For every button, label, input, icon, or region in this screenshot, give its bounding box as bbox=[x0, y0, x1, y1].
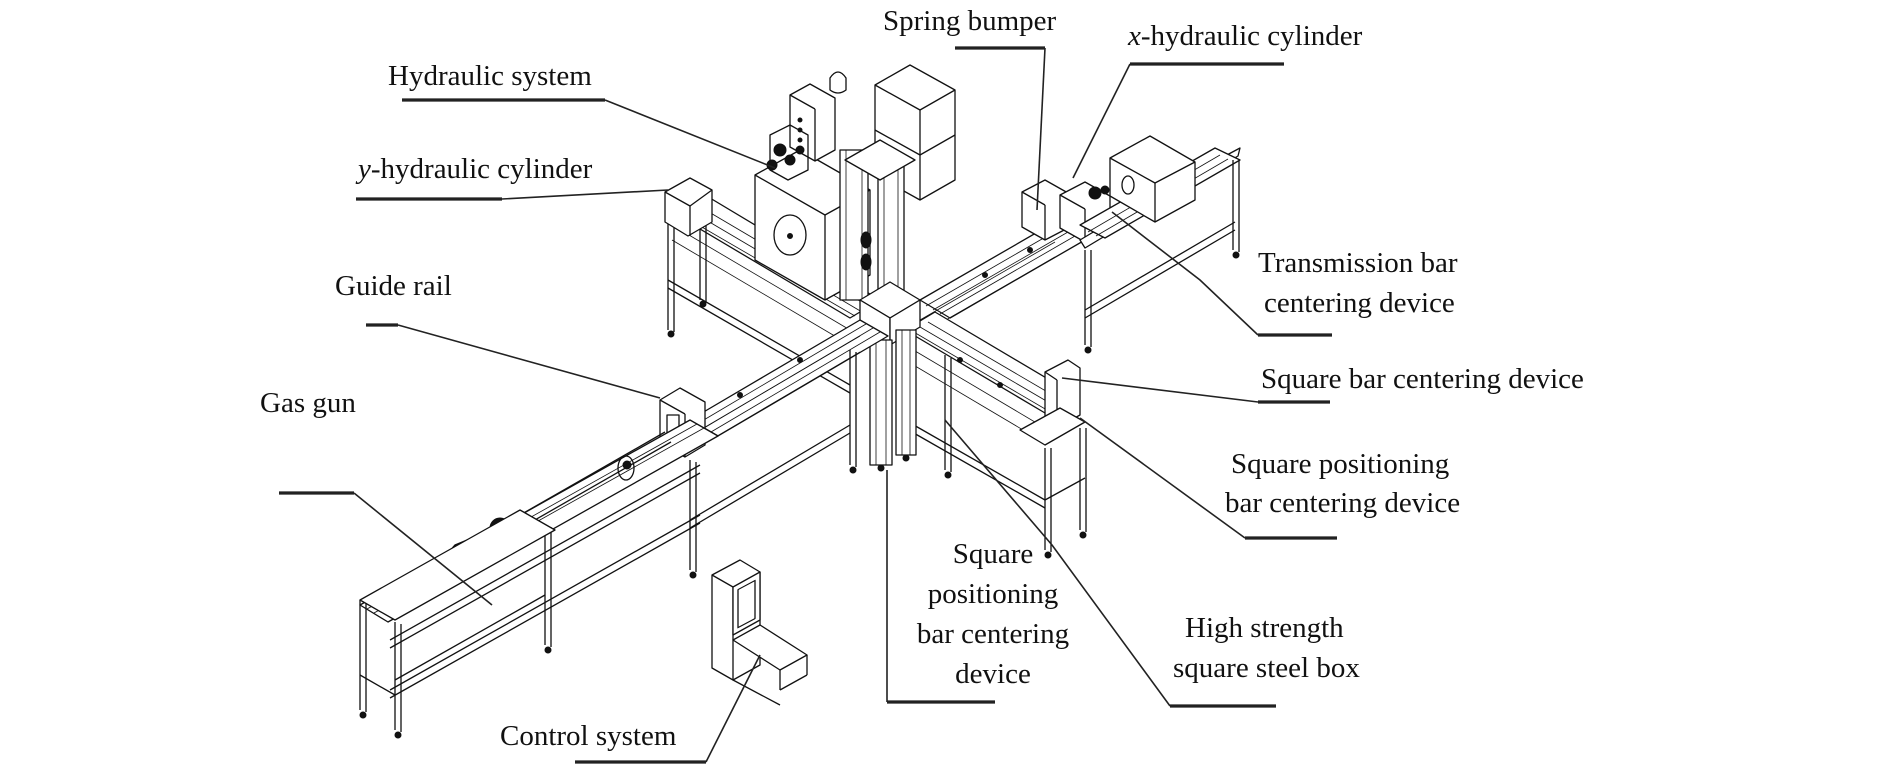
label-square-positioning-mid-line3: bar centering bbox=[917, 618, 1069, 650]
label-spring-bumper: Spring bumper bbox=[883, 5, 1057, 37]
front-left-arm bbox=[359, 319, 889, 739]
leader-line bbox=[1079, 417, 1246, 539]
callout-x-hydraulic-cylinder: x-hydraulic cylinder bbox=[1072, 20, 1363, 179]
label-high-strength-line1: High strength bbox=[1185, 612, 1344, 644]
label-guide-rail: Guide rail bbox=[335, 270, 452, 302]
machine-drawing bbox=[359, 64, 1241, 739]
label-gas-gun: Gas gun bbox=[260, 387, 356, 419]
callout-high-strength-square-steel-box: High strength square steel box bbox=[944, 419, 1360, 708]
label-square-positioning-mid-line4: device bbox=[955, 658, 1031, 690]
label-square-positioning-mid-line1: Square bbox=[953, 538, 1034, 570]
label-square-positioning-right-line1: Square positioning bbox=[1231, 448, 1449, 480]
callout-square-positioning-mid: Square positioning bar centering device bbox=[886, 470, 1069, 704]
leader-line bbox=[604, 99, 776, 169]
callout-y-hydraulic-cylinder: y-hydraulic cylinder bbox=[355, 153, 669, 201]
callout-transmission-bar-centering-device: Transmission bar centering device bbox=[1111, 211, 1458, 337]
leader-line bbox=[397, 324, 661, 399]
center-steel-box bbox=[859, 281, 921, 472]
label-square-positioning-right-line2: bar centering device bbox=[1225, 487, 1460, 519]
leader-line bbox=[1111, 211, 1259, 336]
label-transmission-bar-line2: centering device bbox=[1264, 287, 1455, 319]
leader-line bbox=[1036, 47, 1046, 211]
leader-line bbox=[501, 189, 669, 200]
label-variable-y: y bbox=[355, 153, 371, 185]
label-x-hydraulic-cylinder: x-hydraulic cylinder bbox=[1127, 20, 1363, 52]
leader-line bbox=[705, 654, 761, 763]
callout-square-bar-centering-device: Square bar centering device bbox=[1061, 363, 1584, 404]
label-y-hydraulic-cylinder: y-hydraulic cylinder bbox=[355, 153, 593, 185]
label-control-system: Control system bbox=[500, 720, 677, 752]
callout-gas-gun: Gas gun bbox=[260, 387, 493, 606]
hydraulic-station bbox=[754, 64, 956, 301]
callout-control-system: Control system bbox=[500, 654, 761, 764]
front-right-arm bbox=[904, 311, 1087, 559]
leader-line bbox=[1072, 63, 1131, 179]
callout-hydraulic-system: Hydraulic system bbox=[388, 60, 776, 169]
leader-line bbox=[944, 419, 1171, 707]
label-hydraulic-system: Hydraulic system bbox=[388, 60, 592, 92]
label-high-strength-line2: square steel box bbox=[1173, 652, 1360, 684]
control-console bbox=[711, 559, 808, 706]
label-transmission-bar-line1: Transmission bar bbox=[1258, 247, 1458, 279]
label-text: -hydraulic cylinder bbox=[1141, 20, 1363, 52]
label-text: -hydraulic cylinder bbox=[371, 153, 593, 185]
callout-guide-rail: Guide rail bbox=[335, 270, 661, 399]
callout-spring-bumper: Spring bumper bbox=[883, 5, 1057, 211]
leader-line bbox=[353, 492, 493, 606]
label-square-positioning-mid-line2: positioning bbox=[928, 578, 1059, 610]
back-right-arm bbox=[919, 135, 1241, 354]
leader-line bbox=[1061, 377, 1259, 403]
callout-square-positioning-right: Square positioning bar centering device bbox=[1079, 417, 1460, 540]
label-variable-x: x bbox=[1127, 20, 1141, 52]
label-square-bar-centering: Square bar centering device bbox=[1261, 363, 1584, 395]
